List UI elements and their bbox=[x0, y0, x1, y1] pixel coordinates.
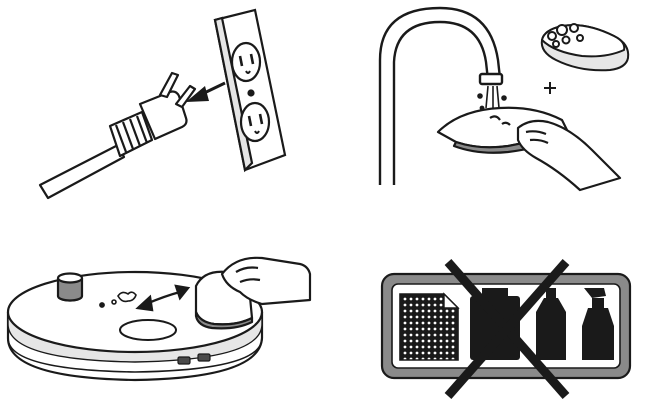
step-rinse-cloth-panel bbox=[330, 0, 660, 200]
step-no-abrasives-panel bbox=[330, 200, 660, 400]
step-wipe-base-panel bbox=[0, 200, 330, 400]
wipe-base-with-cloth-icon bbox=[6, 256, 312, 382]
hand bbox=[220, 256, 312, 306]
wall-outlet bbox=[213, 8, 287, 173]
unplug-from-outlet-icon bbox=[38, 8, 287, 200]
rinse-cloth-with-soap-icon bbox=[378, 6, 630, 192]
hand bbox=[516, 119, 622, 192]
faucet bbox=[378, 6, 504, 185]
pull-arrow bbox=[186, 81, 226, 102]
wipe-motion-arrow bbox=[135, 284, 191, 312]
power-plug bbox=[38, 71, 197, 200]
cleaner-bottle-icon bbox=[536, 288, 566, 360]
no-abrasive-cleaners-icon bbox=[380, 259, 632, 399]
water-stream bbox=[477, 85, 507, 111]
prohibited-x-icon bbox=[444, 259, 570, 399]
scouring-pad-icon bbox=[399, 292, 460, 361]
cleaning-spot bbox=[111, 291, 137, 305]
step-unplug-panel bbox=[0, 0, 330, 200]
cleaner-canister-icon bbox=[470, 288, 520, 360]
soap-bar-icon bbox=[540, 23, 630, 72]
spray-bottle-icon bbox=[582, 288, 614, 360]
plus-icon bbox=[544, 82, 556, 94]
